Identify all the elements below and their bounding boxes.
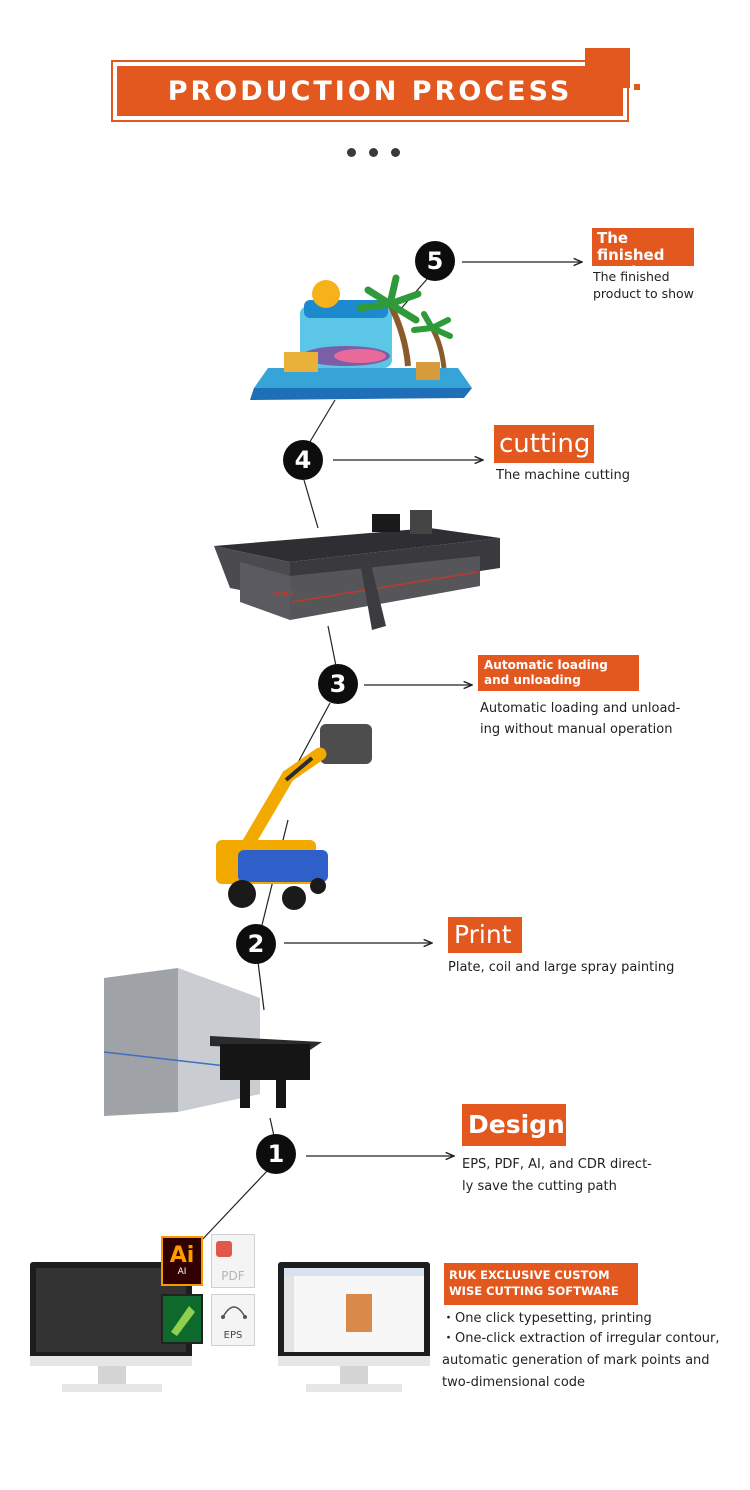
finished-product-image (248, 270, 478, 405)
cdr-pen-icon (163, 1296, 201, 1342)
pdf-file-icon: PDF (211, 1234, 255, 1288)
machine-brand: RUKS (272, 590, 294, 598)
software-bullet-2: ・One-click extraction of irregular conto… (442, 1328, 722, 1394)
cdr-file-icon (161, 1294, 203, 1344)
step-2-tag: Print (448, 917, 522, 953)
step-5-tag: The finished product (592, 228, 694, 266)
step-4-tag: cutting (494, 425, 594, 463)
software-tag: RUK EXCLUSIVE CUSTOM WISE CUTTING SOFTWA… (444, 1263, 638, 1305)
step-3-description: Automatic loading and unload-ing without… (480, 698, 690, 740)
bezier-icon (220, 1301, 248, 1321)
step-5-description: The finished product to show (593, 268, 713, 302)
ai-file-icon: Ai AI (161, 1236, 203, 1286)
step-3-number: 3 (318, 664, 358, 704)
cutting-machine-image: RUKS (210, 502, 505, 642)
software-bullet-1: ・One click typesetting, printing (442, 1308, 722, 1330)
step-5-number: 5 (415, 241, 455, 281)
step-4-number: 4 (283, 440, 323, 480)
step-4-description: The machine cutting (496, 465, 696, 486)
ai-label: Ai (170, 1245, 195, 1267)
eps-file-icon: EPS (211, 1294, 255, 1346)
monitor-right-image (276, 1260, 432, 1396)
step-3-tag: Automatic loading and unloading (478, 655, 639, 691)
pdf-badge-icon (216, 1241, 232, 1257)
loading-robot-image (208, 718, 378, 914)
step-1-tag: Design (462, 1104, 566, 1146)
step-1-description: EPS, PDF, AI, and CDR direct-ly save the… (462, 1154, 660, 1198)
pdf-label: PDF (221, 1269, 244, 1283)
step-2-number: 2 (236, 924, 276, 964)
step-2-description: Plate, coil and large spray painting (448, 957, 718, 978)
step-1-number: 1 (256, 1134, 296, 1174)
eps-label: EPS (224, 1330, 243, 1341)
printer-image (100, 966, 330, 1126)
ai-sub-label: AI (178, 1267, 187, 1277)
